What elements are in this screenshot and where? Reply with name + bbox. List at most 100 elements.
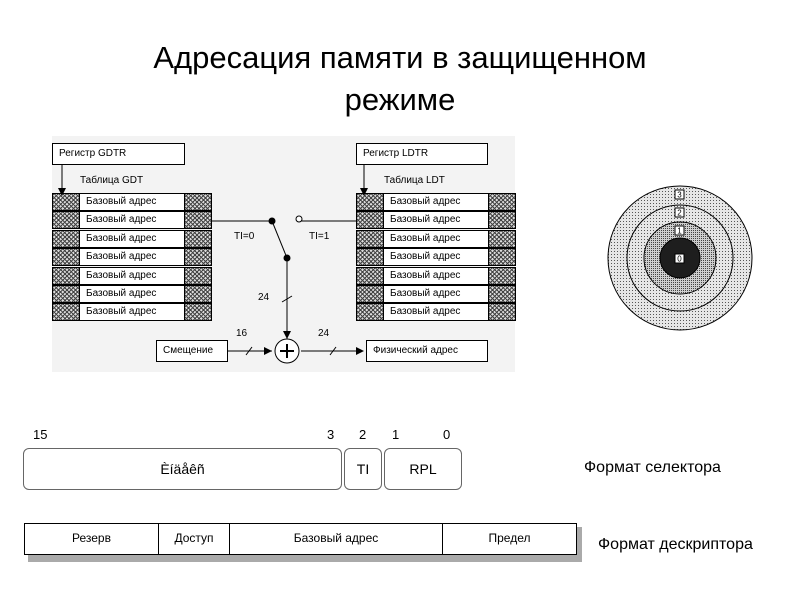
ldt-row-hatch-left: [357, 212, 385, 229]
ring-label-2: 2: [677, 209, 682, 218]
gdt-row-hatch-left: [53, 230, 81, 247]
gdt-row-hatch-left: [53, 212, 81, 229]
ldt-row: Базовый адрес: [356, 248, 516, 267]
ldt-row-hatch-right: [487, 230, 515, 247]
ldt-row-hatch-left: [357, 267, 385, 284]
gdtr-register-box: Регистр GDTR: [52, 143, 185, 165]
ldt-row: Базовый адрес: [356, 211, 516, 230]
bus-width-24-top: 24: [258, 292, 270, 303]
ldt-row-hatch-left: [357, 249, 385, 266]
ldt-row-hatch-right: [487, 212, 515, 229]
ldt-row: Базовый адрес: [356, 266, 516, 285]
selector-ti-field: TI: [344, 448, 382, 490]
ldt-row-hatch-left: [357, 230, 385, 247]
gdt-row-hatch-right: [183, 286, 211, 302]
ldt-row-label: Базовый адрес: [383, 212, 489, 229]
ring-label-3: 3: [677, 191, 682, 200]
ldt-row: Базовый адрес: [356, 285, 516, 303]
ldt-table-label: Таблица LDT: [384, 175, 445, 186]
gdt-row: Базовый адрес: [52, 303, 212, 322]
ldt-row-hatch-right: [487, 304, 515, 321]
gdt-row-label: Базовый адрес: [79, 304, 185, 321]
ldtr-arrowhead: [360, 188, 368, 196]
ldt-row-label: Базовый адрес: [383, 230, 489, 247]
bus-arrowhead: [283, 331, 291, 339]
bit-0: 0: [443, 427, 451, 442]
gdtr-arrowhead: [58, 188, 66, 196]
gdt-row-hatch-left: [53, 267, 81, 284]
descriptor-limit-field: Предел: [488, 531, 531, 545]
gdt-row: Базовый адрес: [52, 248, 212, 267]
gdt-row-hatch-left: [53, 194, 81, 210]
gdt-row-hatch-right: [183, 230, 211, 247]
ldt-row-hatch-left: [357, 286, 385, 302]
gdt-row-hatch-left: [53, 304, 81, 321]
ldt-row-hatch-right: [487, 286, 515, 302]
descriptor-base-address-field: Базовый адрес: [230, 524, 443, 554]
ldt-row-hatch-right: [487, 249, 515, 266]
descriptor-access-field: Доступ: [159, 524, 230, 554]
ldt-row-label: Базовый адрес: [383, 194, 489, 210]
selector-caption: Формат селектора: [584, 459, 721, 476]
gdt-row-label: Базовый адрес: [79, 249, 185, 266]
bit-15: 15: [33, 427, 48, 442]
gdt-row-label: Базовый адрес: [79, 230, 185, 247]
gdt-table-label: Таблица GDT: [80, 175, 144, 186]
ldt-row-hatch-right: [487, 194, 515, 210]
physical-address-box: Физический адрес: [366, 340, 488, 362]
title-line-1: Адресация памяти в защищенном: [153, 40, 647, 75]
gdt-row: Базовый адрес: [52, 285, 212, 303]
ldtr-register-box: Регистр LDTR: [356, 143, 488, 165]
sum-arrowhead: [356, 347, 364, 355]
ring-label-1: 1: [677, 227, 682, 236]
ti0-label: TI=0: [234, 231, 255, 242]
gdt-row-label: Базовый адрес: [79, 286, 185, 302]
bus-width-24-right: 24: [318, 328, 330, 339]
ldt-row-label: Базовый адрес: [383, 304, 489, 321]
ring-label-0: 0: [677, 255, 682, 264]
bus-tick-2: [245, 346, 253, 356]
gdt-row-hatch-right: [183, 304, 211, 321]
gdt-row-hatch-left: [53, 249, 81, 266]
title-line-2: режиме: [344, 82, 456, 117]
gdt-row: Базовый адрес: [52, 211, 212, 230]
switch-common-dot: [283, 254, 291, 262]
ldt-row: Базовый адрес: [356, 193, 516, 211]
ldt-row-label: Базовый адрес: [383, 267, 489, 284]
selector-index-field: Èíäåêñ: [23, 448, 342, 490]
privilege-rings: 3 2 1 0: [607, 185, 753, 331]
selector-rpl-field: RPL: [384, 448, 462, 490]
gdt-row: Базовый адрес: [52, 193, 212, 211]
ldt-row-label: Базовый адрес: [383, 249, 489, 266]
bus-tick-3: [329, 346, 337, 356]
ti1-label: TI=1: [309, 231, 330, 242]
switch-pivot-dot: [268, 217, 276, 225]
gdt-row-hatch-right: [183, 194, 211, 210]
ldt-row: Базовый адрес: [356, 303, 516, 322]
gdt-row-label: Базовый адрес: [79, 194, 185, 210]
bit-3: 3: [327, 427, 335, 442]
gdt-row: Базовый адрес: [52, 229, 212, 248]
ldt-row-hatch-left: [357, 194, 385, 210]
bit-2: 2: [359, 427, 367, 442]
gdt-row: Базовый адрес: [52, 266, 212, 285]
bit-1: 1: [392, 427, 400, 442]
gdt-row-hatch-left: [53, 286, 81, 302]
ldt-row-hatch-right: [487, 267, 515, 284]
offset-arrowhead: [264, 347, 272, 355]
gdt-row-label: Базовый адрес: [79, 267, 185, 284]
ldt-row: Базовый адрес: [356, 229, 516, 248]
gdt-row-hatch-right: [183, 267, 211, 284]
switch-open-contact: [295, 215, 303, 223]
gdt-row-hatch-right: [183, 212, 211, 229]
descriptor-format: Резерв Доступ Базовый адрес Предел: [24, 523, 577, 555]
gdt-row-label: Базовый адрес: [79, 212, 185, 229]
descriptor-caption: Формат дескриптора: [598, 536, 753, 553]
bus-tick-1: [281, 295, 293, 303]
offset-box: Смещение: [156, 340, 228, 362]
switch-lever: [271, 220, 288, 259]
gdt-row-hatch-right: [183, 249, 211, 266]
ldt-row-hatch-left: [357, 304, 385, 321]
ldt-row-label: Базовый адрес: [383, 286, 489, 302]
